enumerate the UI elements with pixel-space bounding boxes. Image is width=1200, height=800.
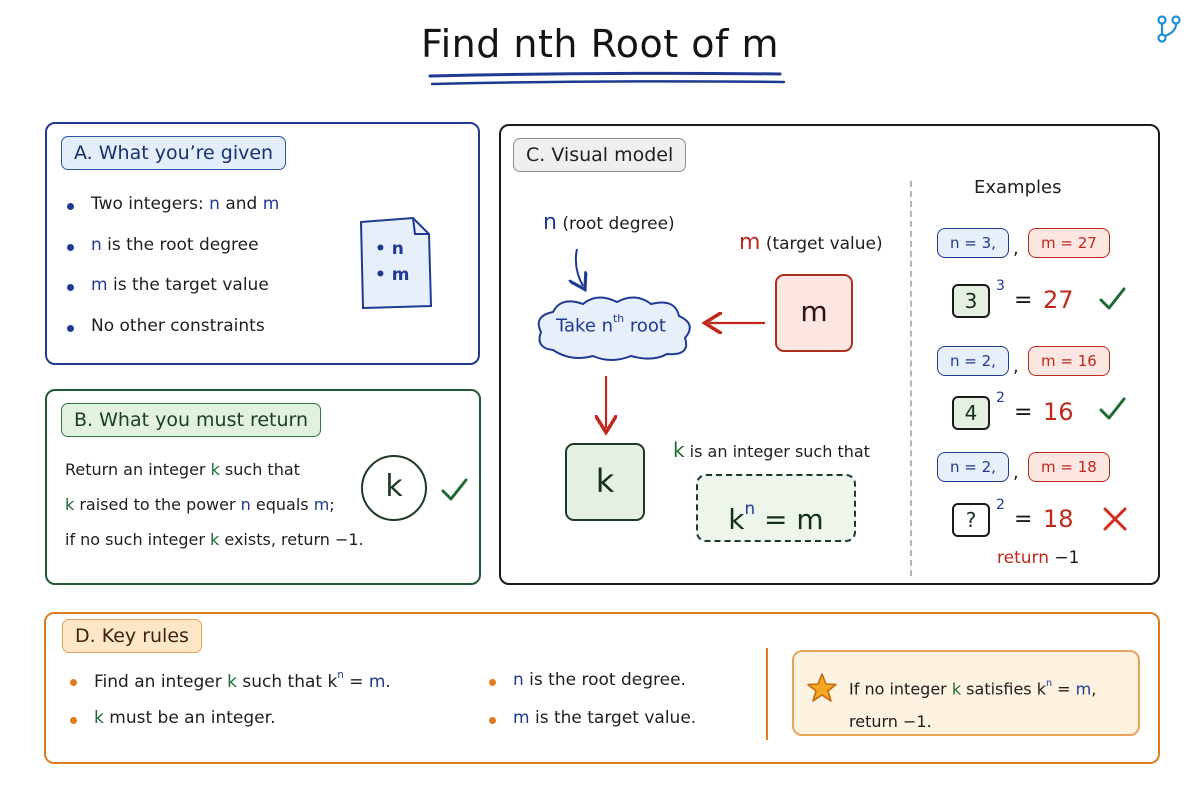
cloud-shape bbox=[537, 296, 691, 361]
panel-key-rules-tag: D. Key rules bbox=[62, 619, 202, 653]
example-1-n-pill: n = 3, bbox=[937, 228, 1009, 258]
example-3-n-pill: n = 2, bbox=[937, 452, 1009, 482]
list-item: No other constraints bbox=[65, 316, 279, 357]
star-icon bbox=[807, 673, 837, 702]
title-underline bbox=[428, 71, 786, 86]
list-item: m is the target value bbox=[65, 275, 279, 316]
n-annotation: n (root degree) bbox=[543, 210, 675, 235]
rules-divider bbox=[766, 648, 768, 740]
panel-return: B. What you must return Return an intege… bbox=[45, 389, 481, 585]
check-icon bbox=[441, 478, 468, 501]
example-1-eq: = bbox=[1014, 288, 1033, 313]
example-2-comma: , bbox=[1013, 356, 1019, 377]
equation-box: kn = m bbox=[696, 474, 856, 542]
example-1-exp: 3 bbox=[996, 278, 1005, 294]
example-3-exp: 2 bbox=[996, 497, 1005, 513]
doc-n: • n bbox=[375, 239, 404, 259]
page-title: Find nth Root of m bbox=[421, 22, 779, 66]
check-icon bbox=[1099, 397, 1126, 420]
example-3-m-pill: m = 18 bbox=[1028, 452, 1110, 482]
list-item: n is the root degree. bbox=[487, 670, 696, 708]
panel-given: A. What you’re given Two integers: n and… bbox=[45, 122, 480, 365]
cross-icon bbox=[1103, 507, 1127, 531]
document-icon bbox=[359, 216, 433, 310]
example-3-comma: , bbox=[1013, 462, 1019, 483]
m-annotation: m (target value) bbox=[739, 230, 883, 255]
list-item: n is the root degree bbox=[65, 235, 279, 276]
examples-title: Examples bbox=[974, 177, 1062, 198]
list-item: Two integers: n and m bbox=[65, 194, 279, 235]
cloud-label: Take nth root bbox=[556, 312, 666, 337]
check-icon bbox=[1099, 287, 1126, 310]
rules-list-right: n is the root degree. m is the target va… bbox=[487, 670, 696, 746]
panel-visual-model: C. Visual model n (root degree) m (targe… bbox=[499, 124, 1160, 585]
example-2-exp: 2 bbox=[996, 390, 1005, 406]
example-2-m-pill: m = 16 bbox=[1028, 346, 1110, 376]
example-1-comma: , bbox=[1013, 238, 1019, 259]
panel-return-tag: B. What you must return bbox=[61, 403, 322, 437]
branch-icon[interactable] bbox=[1154, 14, 1184, 44]
list-item: m is the target value. bbox=[487, 708, 696, 746]
example-3-eq: = bbox=[1014, 507, 1033, 532]
panel-visual-model-tag: C. Visual model bbox=[513, 138, 687, 172]
list-item: k must be an integer. bbox=[68, 708, 391, 746]
example-2-eq: = bbox=[1014, 400, 1033, 425]
k-description: k is an integer such that bbox=[673, 438, 870, 462]
example-1-result: 27 bbox=[1043, 286, 1074, 314]
list-item: Find an integer k such that kn = m. bbox=[68, 670, 391, 708]
k-circle: k bbox=[361, 455, 427, 521]
return-description: Return an integer k such that k raised t… bbox=[65, 460, 364, 549]
panel-key-rules: D. Key rules Find an integer k such that… bbox=[44, 612, 1160, 764]
doc-m: • m bbox=[375, 265, 410, 285]
note-text: If no integer k satisfies kn = m, return… bbox=[849, 678, 1097, 731]
example-2-result: 16 bbox=[1043, 398, 1074, 426]
given-list: Two integers: n and m n is the root degr… bbox=[65, 194, 279, 356]
example-3-result: 18 bbox=[1043, 505, 1074, 533]
flow-arrows bbox=[501, 248, 765, 586]
panel-given-tag: A. What you’re given bbox=[61, 136, 287, 170]
example-2-base: 4 bbox=[952, 396, 990, 430]
k-box: k bbox=[565, 443, 645, 521]
example-3-base: ? bbox=[952, 503, 990, 537]
rules-list-left: Find an integer k such that kn = m. k mu… bbox=[68, 670, 391, 746]
examples-divider bbox=[910, 181, 912, 576]
m-box: m bbox=[775, 274, 853, 352]
example-1-base: 3 bbox=[952, 284, 990, 318]
example-1-m-pill: m = 27 bbox=[1028, 228, 1110, 258]
return-label: return −1 bbox=[997, 548, 1080, 568]
example-2-n-pill: n = 2, bbox=[937, 346, 1009, 376]
no-solution-note: If no integer k satisfies kn = m, return… bbox=[792, 650, 1140, 736]
